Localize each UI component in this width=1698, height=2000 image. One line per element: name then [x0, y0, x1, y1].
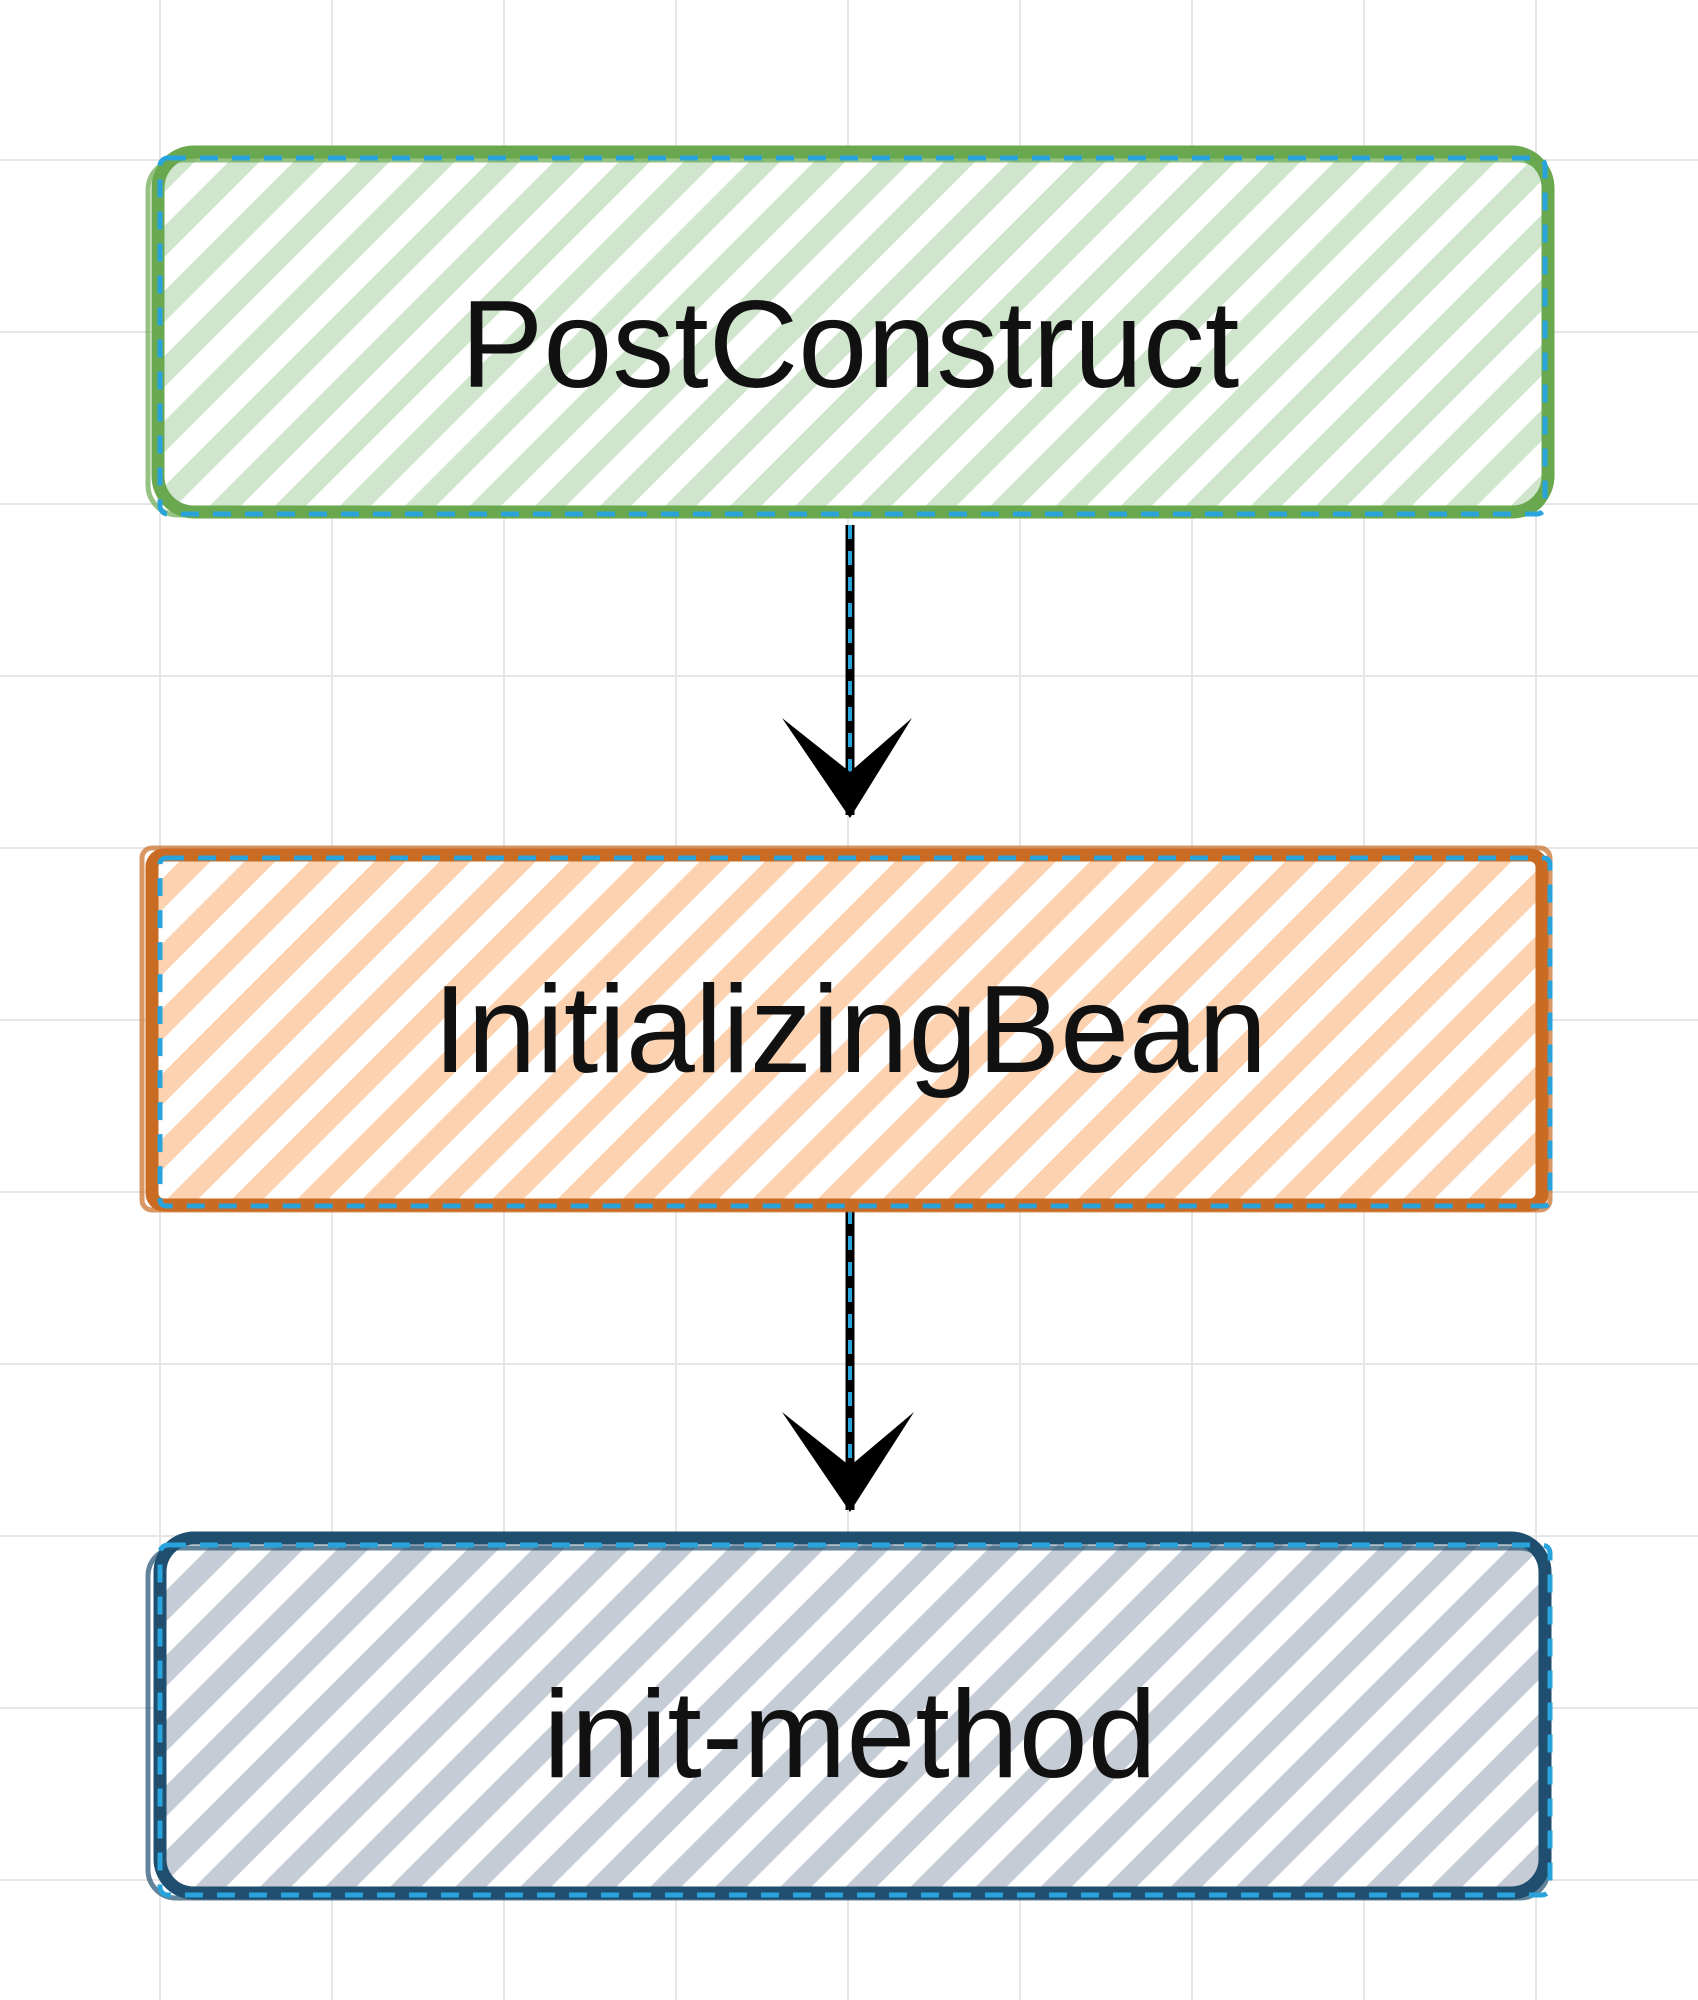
- node-init-method[interactable]: init-method: [145, 1531, 1553, 1901]
- node-initializing-bean[interactable]: InitializingBean: [139, 845, 1553, 1213]
- node-post-construct[interactable]: PostConstruct: [145, 145, 1555, 519]
- node-label: init-method: [543, 1666, 1156, 1804]
- connector-initializing-bean-to-init-method[interactable]: [782, 1210, 914, 1512]
- arrowhead-icon: [782, 718, 912, 818]
- node-label: InitializingBean: [433, 961, 1267, 1099]
- arrowhead-icon: [782, 1412, 914, 1512]
- selection-outline: [157, 1542, 1553, 1898]
- selection-outline: [157, 855, 1553, 1209]
- node-label: PostConstruct: [461, 276, 1240, 414]
- connector-post-construct-to-initializing-bean[interactable]: [782, 525, 912, 818]
- selection-outline: [157, 155, 1548, 517]
